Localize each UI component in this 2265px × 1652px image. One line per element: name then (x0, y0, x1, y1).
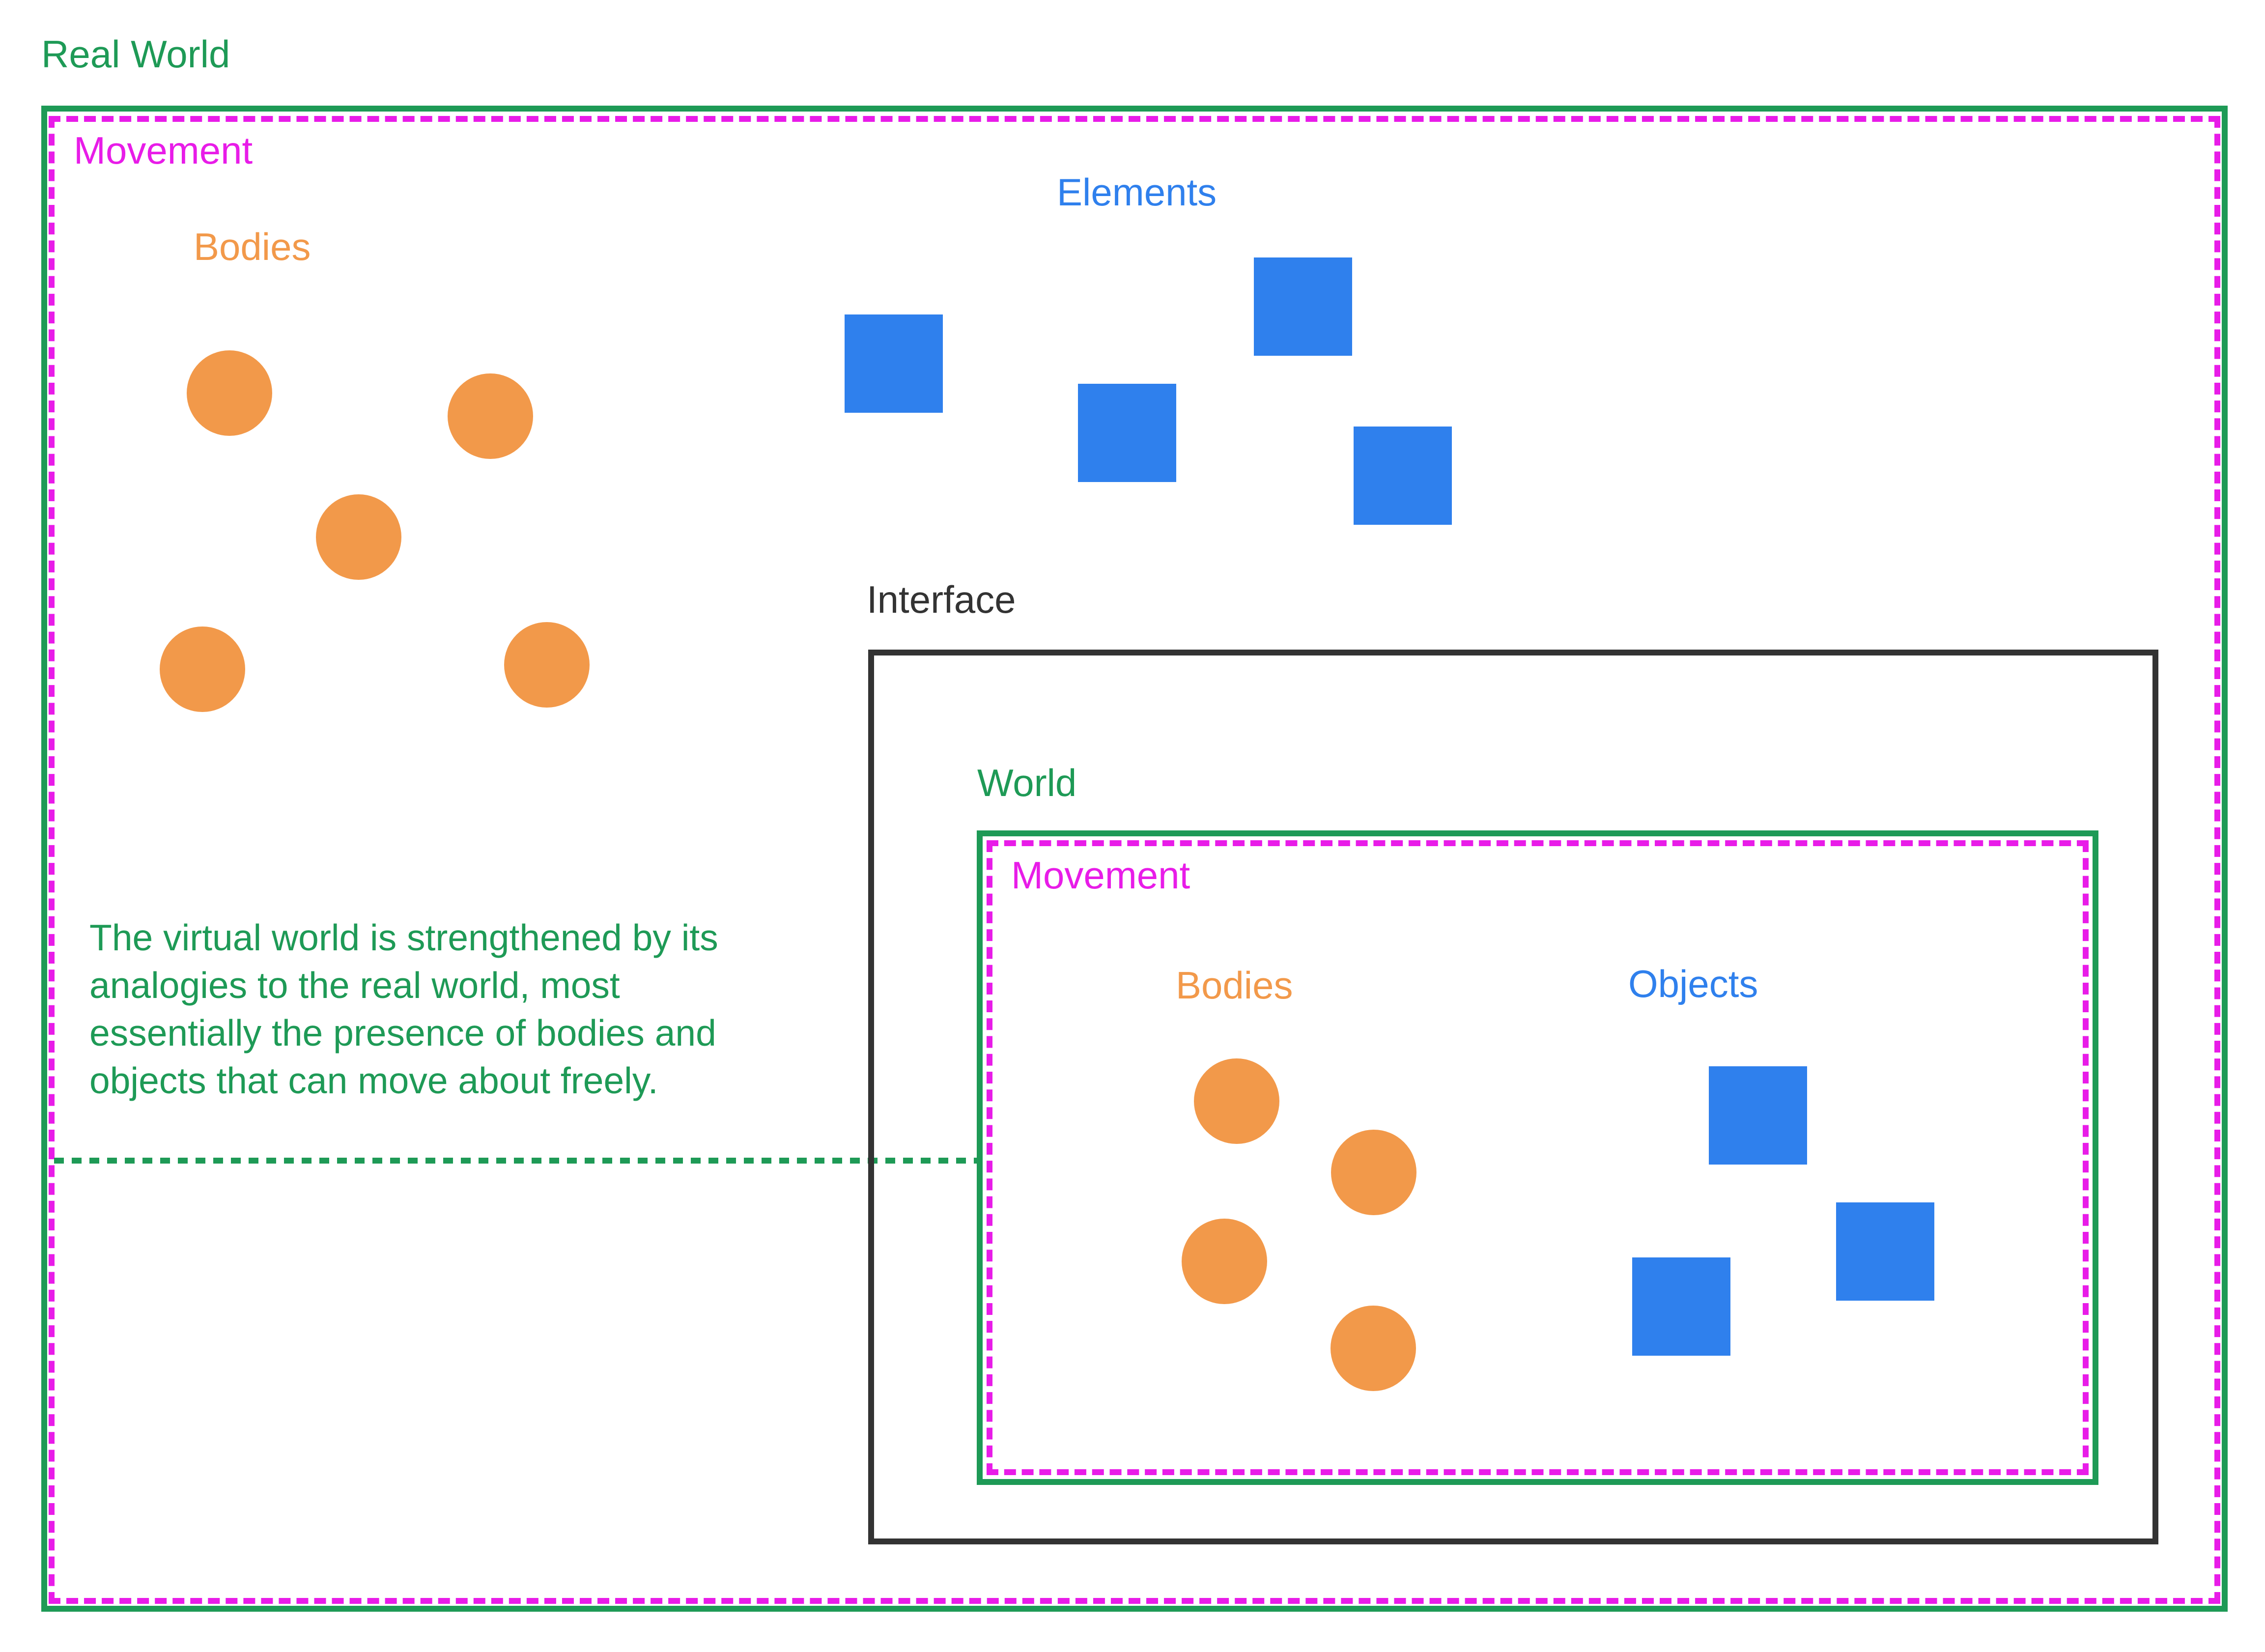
object-square (1709, 1066, 1807, 1165)
interface-label: Interface (867, 578, 1016, 621)
object-square (1632, 1257, 1730, 1356)
element-square (845, 314, 943, 413)
body-circle (1182, 1219, 1267, 1304)
interface-box (868, 650, 2158, 1544)
world-movement-label: Movement (1011, 854, 1190, 897)
world-movement-box (987, 840, 2089, 1475)
world-objects-label: Objects (1628, 962, 1758, 1005)
element-square (1078, 384, 1176, 482)
real-world-bodies-label: Bodies (194, 225, 311, 268)
body-circle (448, 373, 533, 459)
world-label: World (977, 761, 1077, 804)
element-square (1354, 427, 1452, 525)
body-circle (1331, 1130, 1416, 1215)
real-world-title: Real World (41, 32, 230, 76)
body-circle (316, 494, 401, 580)
real-world-movement-box (49, 116, 2220, 1604)
body-circle (160, 627, 245, 712)
body-circle (187, 350, 272, 436)
world-box (977, 830, 2098, 1485)
real-world-movement-label: Movement (74, 129, 253, 172)
divider-dashed-line (54, 1158, 977, 1164)
real-world-box (41, 106, 2228, 1612)
element-square (1254, 257, 1352, 356)
world-bodies-label: Bodies (1176, 964, 1293, 1007)
body-circle (1331, 1306, 1416, 1391)
real-world-elements-label: Elements (1057, 171, 1217, 214)
body-circle (504, 622, 590, 708)
description-text: The virtual world is strengthened by its… (89, 917, 718, 1101)
object-square (1836, 1202, 1934, 1301)
body-circle (1194, 1058, 1279, 1144)
